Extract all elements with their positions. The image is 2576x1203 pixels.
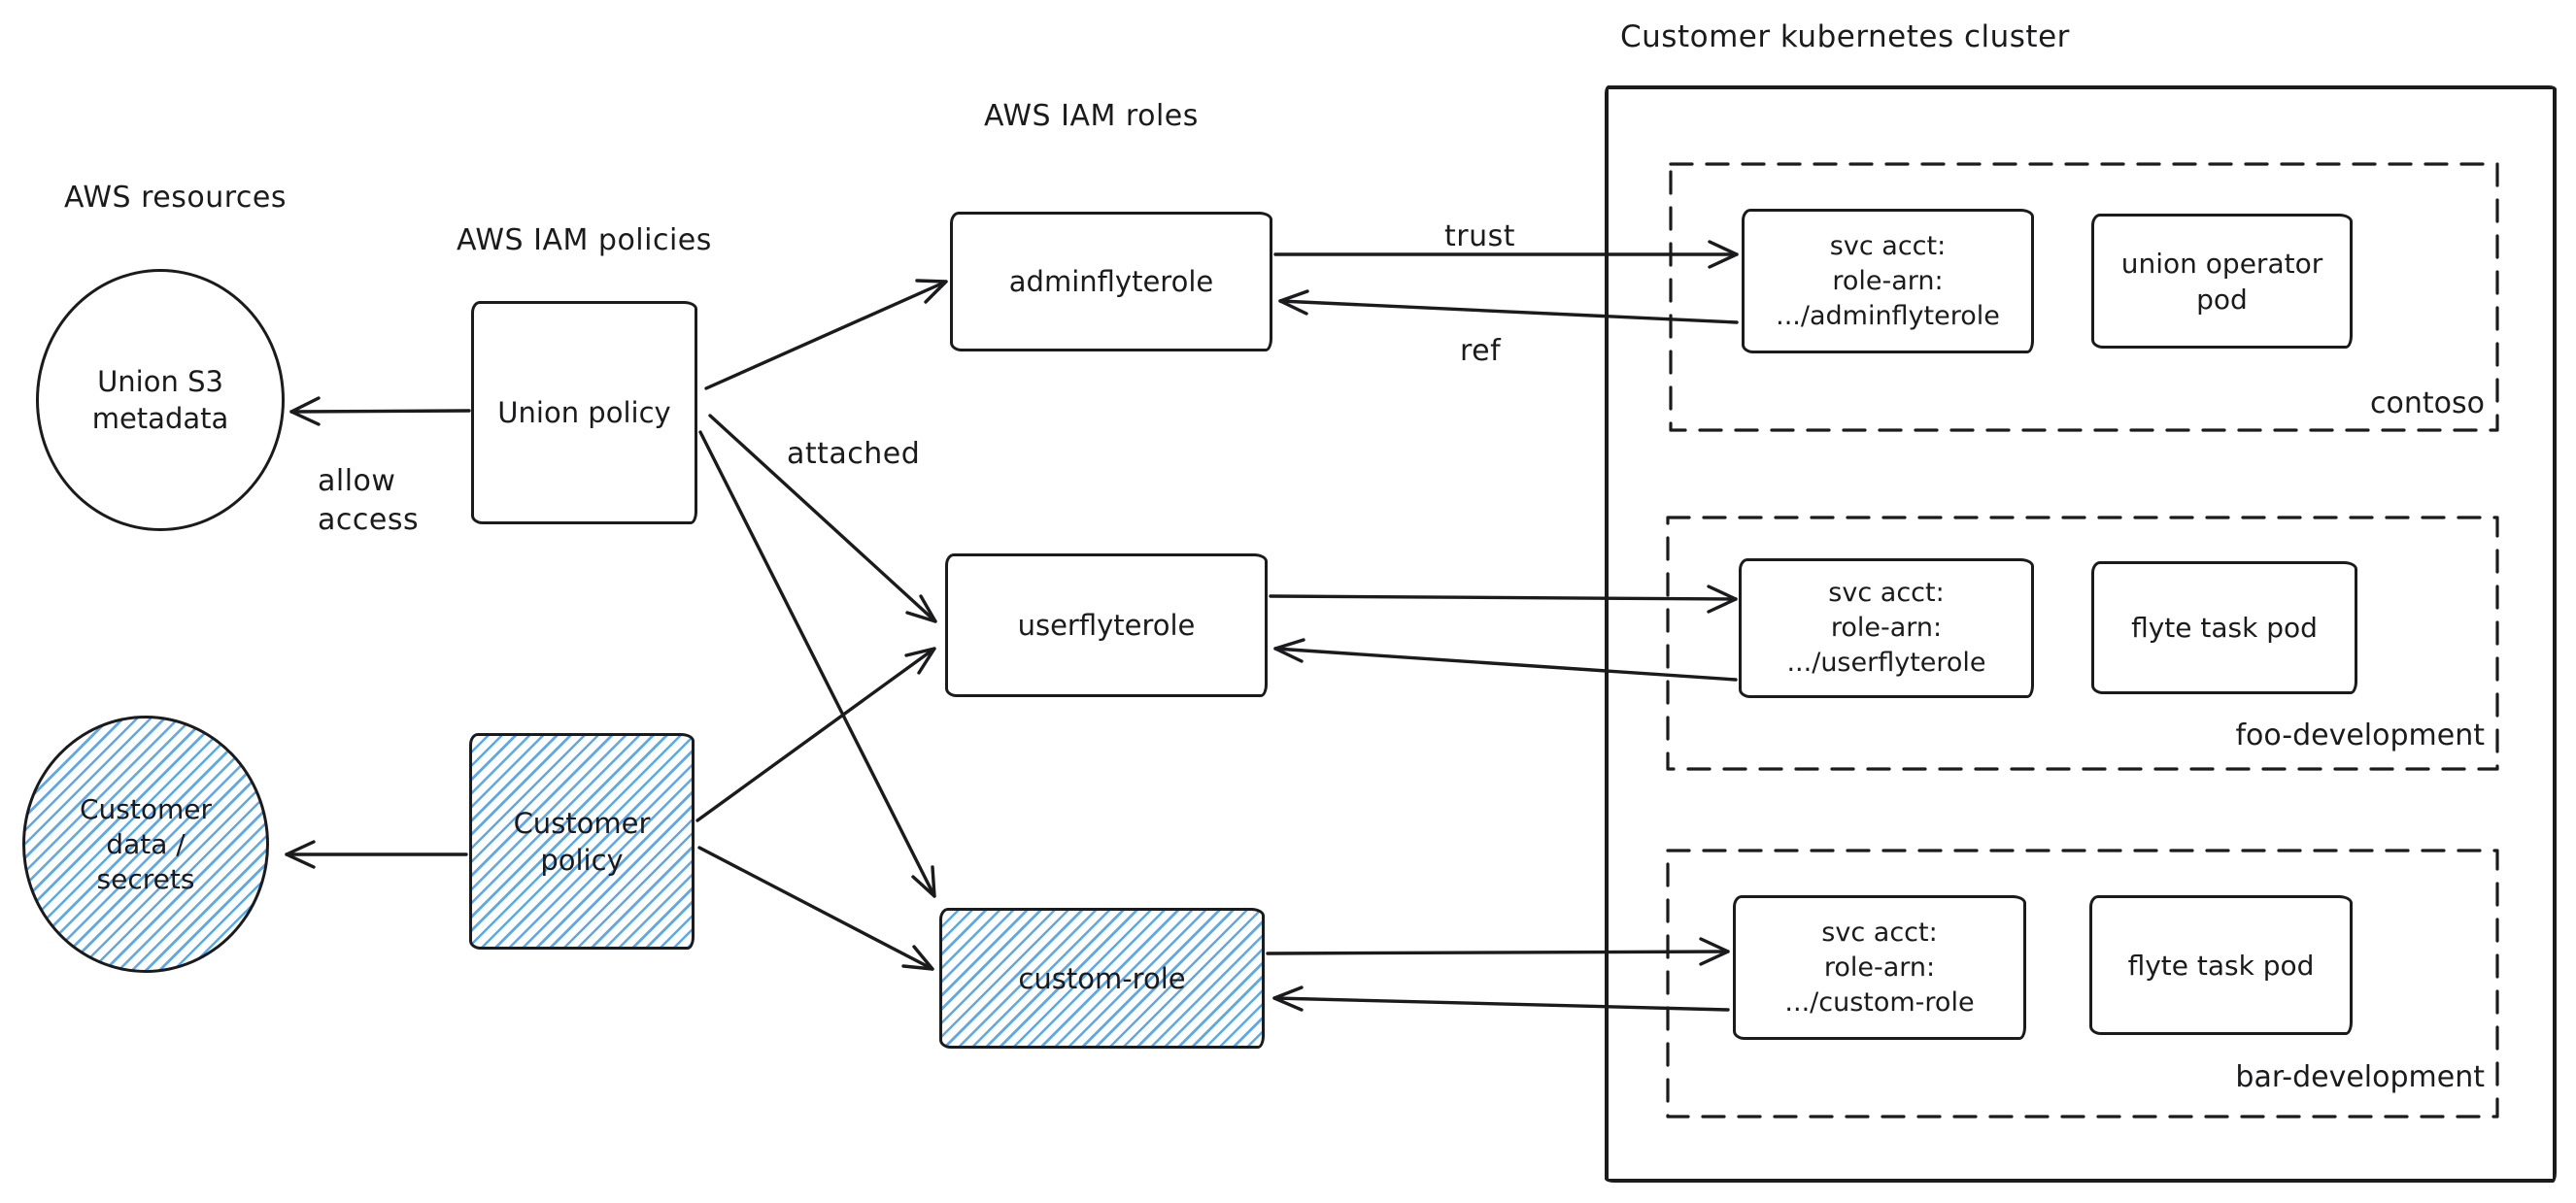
aws-iam-roles-label: AWS IAM roles: [984, 99, 1199, 133]
cluster-title: Customer kubernetes cluster: [1620, 19, 2070, 54]
userflyterole-node: userflyterole: [945, 553, 1268, 697]
arrow-customer-policy-to-custom-role: [697, 846, 934, 971]
flyte-task-pod-foo-node: flyte task pod: [2091, 561, 2357, 694]
flyte-task-pod-label: flyte task pod: [2131, 612, 2318, 644]
flyte-task-pod-label: flyte task pod: [2127, 949, 2315, 982]
union-policy-node: Union policy: [471, 301, 697, 524]
svc-acct-adminflyterole-node: svc acct: role-arn: .../adminflyterole: [1742, 209, 2034, 353]
customer-policy-line1: Customer: [513, 806, 651, 840]
svc-acct-line2: role-arn:: [1823, 952, 1936, 983]
custom-role-label: custom-role: [1018, 961, 1186, 995]
ref-label: ref: [1460, 334, 1502, 368]
customer-policy-line2: policy: [540, 843, 624, 877]
flyte-task-pod-bar-node: flyte task pod: [2089, 895, 2353, 1035]
union-s3-line2: metadata: [91, 402, 229, 435]
svc-acct-line2: role-arn:: [1832, 265, 1944, 296]
svc-acct-line3: .../userflyterole: [1786, 648, 1986, 678]
adminflyterole-label: adminflyterole: [1008, 265, 1214, 298]
arrow-union-policy-to-custom-role: [698, 430, 936, 898]
svc-acct-line3: .../custom-role: [1784, 986, 1975, 1018]
customer-data-secrets-node: Customer data / secrets: [22, 716, 269, 973]
userflyterole-label: userflyterole: [1017, 609, 1196, 642]
attached-label: attached: [787, 437, 921, 471]
union-operator-pod-label: union operator pod: [2120, 247, 2323, 316]
arrow-union-policy-to-adminflyterole: [704, 279, 948, 390]
namespace-foo-development-label: foo-development: [2235, 718, 2485, 752]
kubernetes-cluster-box: [1605, 85, 2557, 1183]
namespace-bar-development-label: bar-development: [2235, 1060, 2485, 1094]
svc-acct-userflyterole-node: svc acct: role-arn: .../userflyterole: [1739, 558, 2034, 698]
svc-acct-line1: svc acct:: [1828, 578, 1945, 608]
trust-label: trust: [1444, 219, 1516, 253]
aws-iam-policies-label: AWS IAM policies: [457, 223, 712, 257]
customer-data-line1: Customer: [79, 792, 212, 825]
allow-access-line1: allow: [318, 464, 396, 498]
arrow-customer-policy-to-customer-data: [285, 840, 468, 869]
allow-access-label: allow access: [318, 462, 419, 540]
svc-acct-custom-role-node: svc acct: role-arn: .../custom-role: [1733, 895, 2026, 1040]
arrow-union-policy-to-union-s3: [289, 396, 471, 426]
union-s3-line1: Union S3: [97, 365, 223, 398]
namespace-contoso-label: contoso: [2370, 386, 2485, 420]
svc-acct-line1: svc acct:: [1821, 917, 1938, 948]
aws-resources-label: AWS resources: [64, 181, 288, 215]
allow-access-line2: access: [318, 503, 420, 537]
customer-policy-node: Customer policy: [469, 733, 695, 950]
customer-data-line3: secrets: [96, 862, 195, 895]
union-s3-metadata-node: Union S3 metadata: [36, 269, 285, 531]
customer-data-line2: data /: [106, 827, 186, 860]
union-operator-pod-node: union operator pod: [2091, 214, 2353, 349]
custom-role-node: custom-role: [939, 908, 1265, 1049]
svc-acct-line3: .../adminflyterole: [1776, 300, 2000, 331]
union-policy-label: Union policy: [497, 396, 671, 429]
svc-acct-line2: role-arn:: [1830, 613, 1943, 643]
svc-acct-line1: svc acct:: [1829, 230, 1947, 261]
arrow-customer-policy-to-userflyterole: [695, 647, 936, 822]
adminflyterole-node: adminflyterole: [950, 212, 1272, 351]
